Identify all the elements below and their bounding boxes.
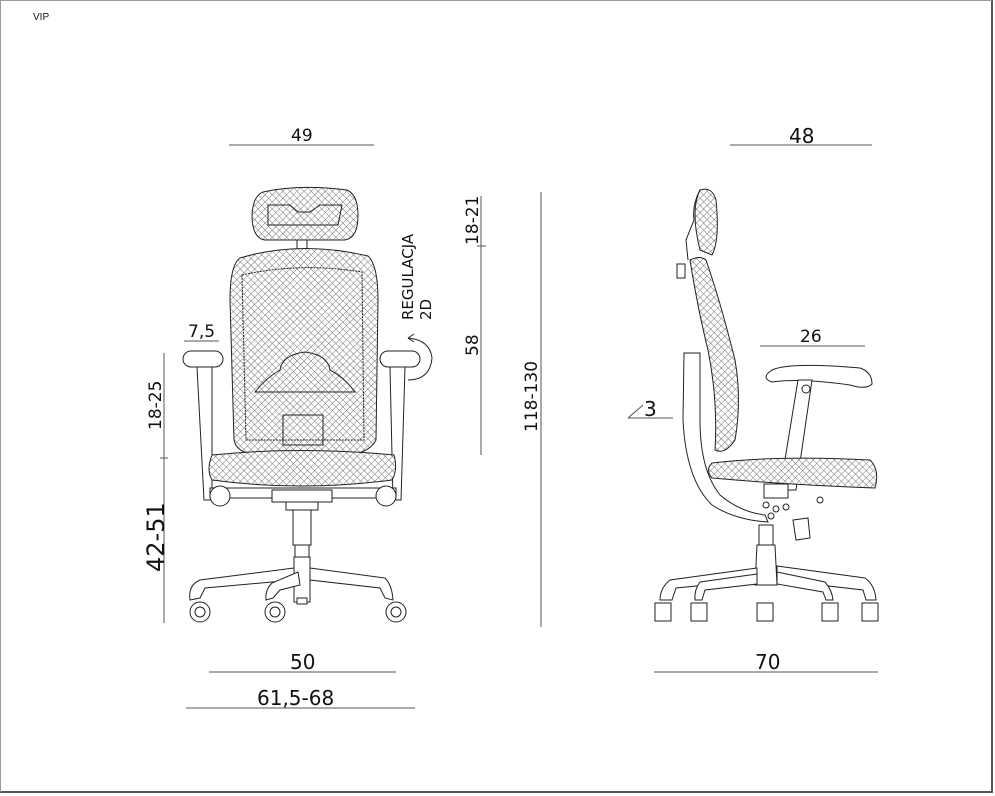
side-dimension-lines xyxy=(627,144,878,673)
dim-seat-height: 42-51 xyxy=(142,502,170,572)
dim-depth-top: 48 xyxy=(789,124,815,148)
adjustment-label-line1: REGULACJA xyxy=(399,233,417,320)
dim-seat-width: 50 xyxy=(290,650,316,674)
dim-lumbar-depth: 3 xyxy=(644,397,657,421)
dim-headrest-adjust: 18-21 xyxy=(463,195,483,245)
dim-overall-depth: 70 xyxy=(755,650,781,674)
dim-total-height: 118-130 xyxy=(522,360,542,432)
dim-armrest-length: 26 xyxy=(800,327,822,347)
dim-overall-width: 61,5-68 xyxy=(257,686,335,710)
front-dimension-lines xyxy=(160,144,542,709)
model-name: VIP xyxy=(33,12,50,23)
dim-backrest-height: 58 xyxy=(463,334,483,356)
dim-armrest-width: 7,5 xyxy=(188,322,216,342)
dim-armrest-height: 18-25 xyxy=(146,380,166,430)
dim-width-top: 49 xyxy=(291,126,313,146)
front-view-chair xyxy=(182,186,433,623)
side-view-chair xyxy=(654,188,879,622)
adjustment-label-line2: 2D xyxy=(417,298,435,320)
